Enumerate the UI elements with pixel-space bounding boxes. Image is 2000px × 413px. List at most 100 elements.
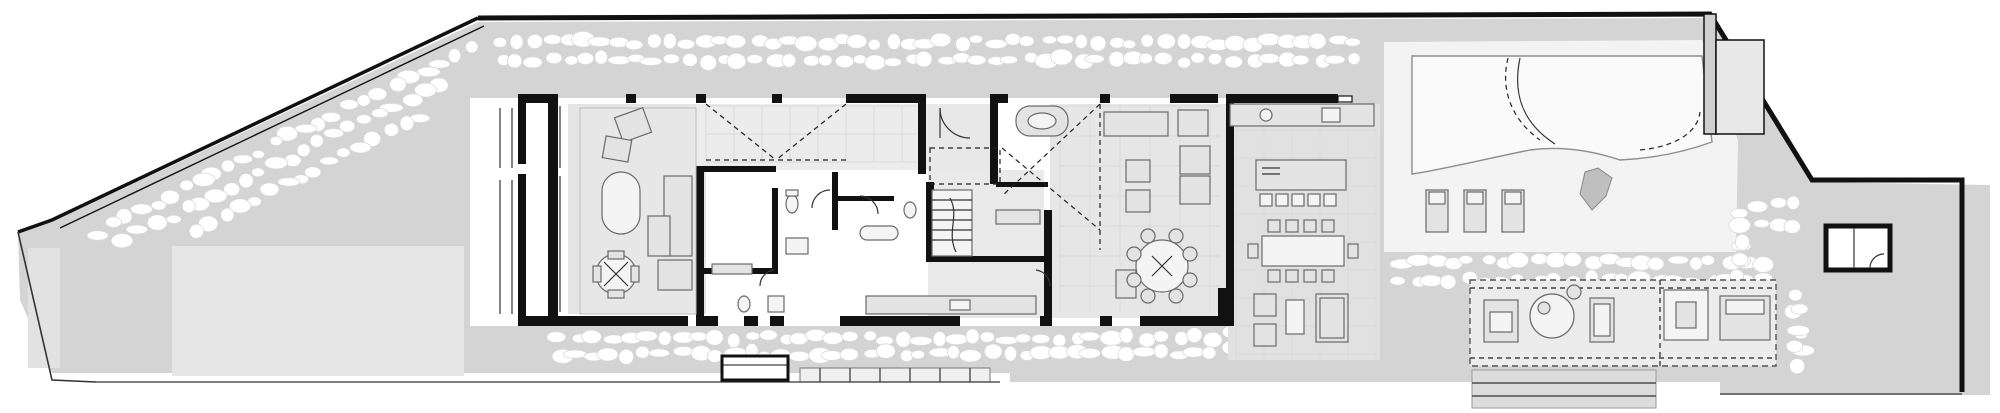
stepping-stone	[863, 330, 877, 342]
stepping-stone	[349, 141, 372, 154]
stepping-stone	[1458, 255, 1474, 265]
stepping-stone	[966, 54, 987, 66]
stepping-stone	[1735, 233, 1750, 251]
stepping-stone	[264, 156, 289, 170]
stepping-stone	[294, 123, 318, 134]
stepping-stone	[788, 350, 811, 362]
stepping-stone	[165, 214, 182, 224]
stepping-stone	[125, 224, 149, 235]
stepping-stone	[1783, 219, 1801, 234]
stepping-stone	[1753, 219, 1770, 229]
door-swing-icon	[759, 107, 1051, 287]
stepping-stone	[1084, 54, 1105, 64]
stepping-stone	[356, 94, 371, 107]
stepping-stone	[726, 52, 747, 70]
stepping-stone	[203, 188, 228, 204]
stepping-stone	[1770, 197, 1788, 209]
stepping-stone	[1074, 34, 1088, 49]
stepping-stone	[1156, 33, 1176, 50]
stepping-stone	[564, 55, 579, 66]
stepping-stone	[915, 50, 933, 68]
round-table-icon	[1529, 284, 1582, 339]
stepping-stone	[1015, 333, 1032, 344]
stepping-stone	[930, 32, 952, 48]
stepping-stone	[607, 55, 632, 66]
stepping-stone	[587, 36, 612, 47]
stepping-stone	[803, 55, 820, 67]
sofa-icon	[1103, 109, 1211, 205]
stepping-stone	[839, 347, 859, 362]
lawn-patch	[172, 246, 464, 376]
stepping-stone	[1153, 330, 1169, 343]
kitchen-island-icon	[1255, 159, 1347, 207]
stepping-stone	[635, 345, 650, 359]
stepping-stone	[618, 348, 634, 365]
stepping-stone	[1117, 346, 1135, 362]
stepping-stone	[1208, 52, 1223, 66]
stepping-stone	[1307, 32, 1327, 50]
stepping-stone	[745, 331, 760, 341]
stepping-stone	[705, 329, 724, 346]
stepping-stone	[841, 331, 859, 342]
stepping-stone	[1389, 276, 1406, 286]
stepping-stone	[1004, 32, 1022, 46]
stepping-stone	[581, 329, 602, 345]
stepping-stone	[1728, 217, 1751, 234]
stepping-stone	[1004, 345, 1018, 362]
lounge-dining	[1015, 105, 1211, 304]
stepping-stone	[223, 182, 241, 197]
stepping-stone	[1323, 55, 1346, 65]
stepping-stone	[543, 34, 562, 45]
front-steps	[1471, 369, 1657, 409]
stepping-stone	[1122, 39, 1137, 50]
stepping-stone	[1224, 55, 1243, 69]
stepping-stone	[999, 55, 1019, 65]
stepping-stone	[181, 199, 196, 214]
pergola-terrace	[1469, 279, 1777, 367]
stepping-stone	[676, 38, 696, 50]
stepping-stone	[689, 331, 708, 342]
stepping-stone	[546, 331, 567, 343]
stepping-stone	[1344, 37, 1361, 47]
pool-sculpture	[1579, 167, 1613, 211]
stepping-stone	[1079, 331, 1101, 342]
stepping-stone	[1078, 347, 1101, 359]
stepping-stone	[1482, 254, 1497, 265]
stepping-stone	[781, 53, 797, 68]
stepping-stone	[834, 55, 855, 69]
stepping-stone	[1153, 52, 1173, 66]
stepping-stone	[238, 173, 254, 189]
stepping-stone	[1789, 358, 1806, 375]
stepping-stone	[251, 149, 265, 159]
stepping-stone	[1224, 35, 1247, 52]
stair-icon	[931, 189, 1041, 257]
stepping-stone	[339, 119, 356, 133]
coffee-table	[601, 171, 641, 235]
stepping-stone	[399, 115, 415, 132]
stepping-stone	[820, 350, 843, 361]
stepping-stone	[191, 172, 216, 187]
stepping-stone	[1258, 53, 1281, 64]
stepping-stone	[86, 230, 109, 241]
stepping-stone	[220, 207, 235, 223]
stepping-stone	[105, 216, 122, 228]
stepping-stone	[911, 349, 926, 360]
stepping-stone	[639, 56, 663, 66]
stepping-stone	[1056, 34, 1074, 45]
stepping-stone	[994, 335, 1020, 345]
stepping-stone	[414, 82, 437, 98]
sofa-icon	[1483, 299, 1519, 343]
stepping-stone	[648, 348, 670, 358]
stepping-stone	[944, 333, 969, 346]
stepping-stone	[1790, 303, 1809, 315]
stepping-stone	[908, 335, 933, 346]
kitchen-dining	[1229, 103, 1375, 347]
stepping-stone	[309, 134, 324, 148]
stepping-stone	[371, 108, 389, 119]
stepping-stone	[955, 36, 971, 52]
stepping-stone	[1785, 339, 1804, 353]
stepping-stone	[1563, 252, 1582, 268]
stepping-stone	[725, 34, 747, 49]
